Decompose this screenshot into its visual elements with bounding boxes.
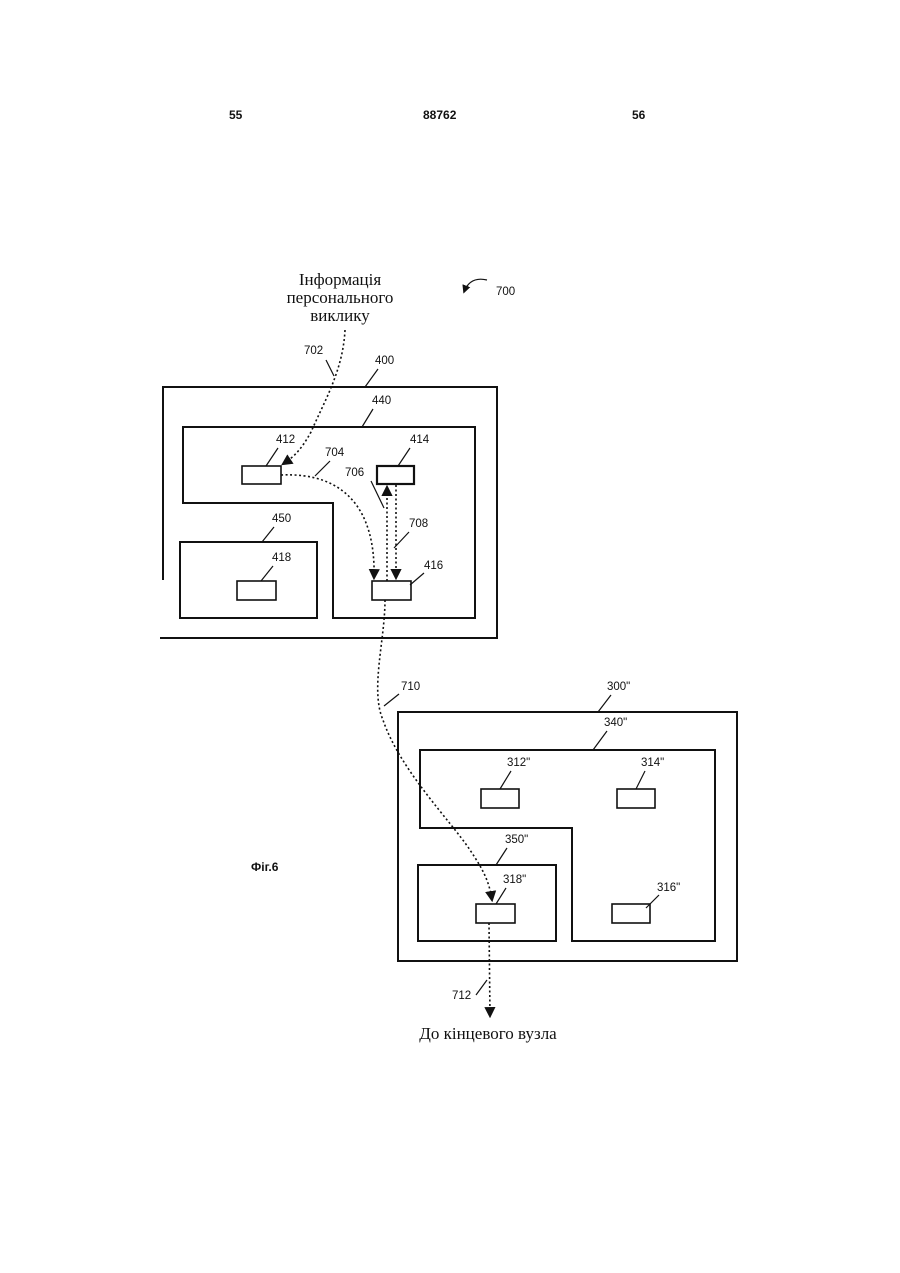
label-350: 350" — [505, 834, 528, 846]
region-350 — [418, 865, 556, 941]
box-314 — [617, 789, 655, 808]
leader-312 — [500, 771, 511, 789]
ref-700-arrow — [464, 279, 487, 292]
leader-416 — [410, 573, 424, 585]
label-400: 400 — [375, 355, 394, 367]
leader-418 — [261, 566, 273, 581]
label-312: 312" — [507, 757, 530, 769]
label-708: 708 — [409, 518, 428, 530]
output-text: До кінцевого вузла — [419, 1024, 557, 1043]
label-416: 416 — [424, 560, 443, 572]
input-text-line-3: виклику — [310, 306, 370, 325]
leader-702 — [326, 360, 334, 376]
label-706: 706 — [345, 467, 364, 479]
label-418: 418 — [272, 552, 291, 564]
box-418 — [237, 581, 276, 600]
box-412 — [242, 466, 281, 484]
label-318: 318" — [503, 874, 526, 886]
leader-400 — [365, 369, 378, 387]
leader-704 — [315, 461, 330, 476]
label-314: 314" — [641, 757, 664, 769]
leader-300 — [598, 695, 611, 712]
box-416 — [372, 581, 411, 600]
leader-710 — [384, 694, 399, 706]
label-702: 702 — [304, 345, 323, 357]
label-710: 710 — [401, 681, 420, 693]
box-312 — [481, 789, 519, 808]
label-450: 450 — [272, 513, 291, 525]
leader-412 — [266, 448, 278, 466]
label-712: 712 — [452, 990, 471, 1002]
leader-712 — [476, 980, 487, 995]
leader-314 — [636, 771, 645, 789]
leader-450 — [262, 527, 274, 542]
flow-712 — [489, 923, 490, 1016]
leader-414 — [398, 448, 410, 466]
leader-350 — [496, 848, 507, 865]
label-412: 412 — [276, 434, 295, 446]
region-450 — [180, 542, 317, 618]
label-414: 414 — [410, 434, 430, 446]
input-text-line-1: Інформація — [299, 270, 382, 289]
box-414 — [377, 466, 414, 484]
label-440: 440 — [372, 395, 391, 407]
label-300: 300" — [607, 681, 630, 693]
label-340: 340" — [604, 717, 627, 729]
flow-704 — [281, 475, 374, 578]
label-700: 700 — [496, 286, 515, 298]
leader-440 — [362, 409, 373, 427]
leader-318 — [496, 888, 506, 904]
box-318 — [476, 904, 515, 923]
node-400-box — [160, 387, 497, 638]
label-704: 704 — [325, 447, 345, 459]
region-340 — [420, 750, 715, 941]
figure-caption: Фіг.6 — [251, 860, 279, 874]
input-text-line-2: персонального — [287, 288, 394, 307]
leader-316 — [646, 895, 659, 908]
label-316: 316" — [657, 882, 680, 894]
leader-340 — [593, 731, 607, 750]
box-316 — [612, 904, 650, 923]
